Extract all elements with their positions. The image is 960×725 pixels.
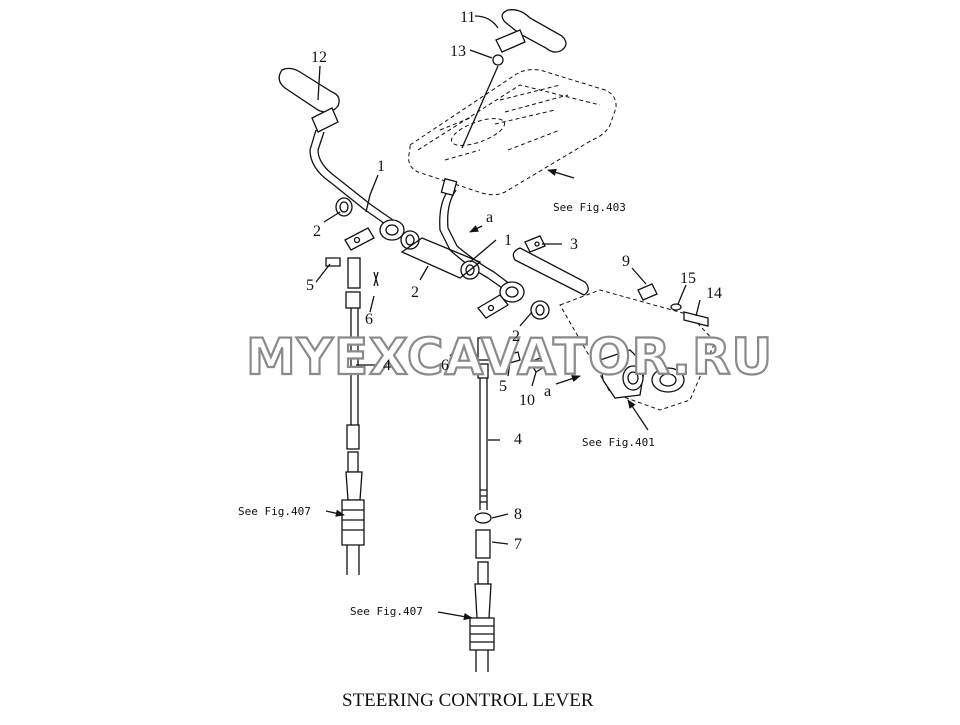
diagram-title: STEERING CONTROL LEVER [342, 690, 594, 711]
leader-lines [315, 15, 701, 621]
hardware [325, 54, 709, 373]
rod-left [341, 257, 365, 575]
callout-10: 10 [519, 392, 535, 409]
figure-references: See Fig.403 See Fig.401 See Fig.407 See … [238, 201, 655, 618]
callout-13: 13 [450, 43, 466, 60]
bushings [335, 197, 550, 320]
callout-9: 9 [622, 253, 630, 270]
ref-fig-401: See Fig.401 [582, 436, 655, 449]
shaft [512, 235, 589, 296]
callout-2-upper: 2 [313, 223, 321, 240]
callout-15: 15 [680, 270, 696, 287]
callout-4-right: 4 [514, 431, 522, 448]
callout-5-right: 5 [499, 378, 507, 395]
callout-6-left: 6 [365, 311, 373, 328]
lever-left [278, 67, 405, 251]
view-mark-a-upper: a [486, 209, 493, 226]
view-mark-a-lower: a [544, 383, 551, 400]
ref-fig-407-left: See Fig.407 [238, 505, 311, 518]
callout-2-right: 2 [512, 328, 520, 345]
callouts: 11 13 12 1 2 1 3 9 15 14 5 6 2 4 2 6 5 1… [306, 9, 722, 553]
bracket [559, 289, 716, 411]
callout-1-right: 1 [504, 232, 512, 249]
callout-11: 11 [460, 9, 475, 26]
callout-1-left: 1 [377, 158, 385, 175]
rod-right [469, 337, 495, 672]
callout-5-left: 5 [306, 277, 314, 294]
callout-12: 12 [311, 49, 327, 66]
callout-6-right: 6 [441, 357, 449, 374]
callout-2-middle: 2 [411, 284, 419, 301]
callout-4-left: 4 [383, 357, 391, 374]
callout-3: 3 [570, 236, 578, 253]
callout-14: 14 [706, 285, 722, 302]
callout-7: 7 [514, 536, 522, 553]
callout-8: 8 [514, 506, 522, 523]
lever-right [439, 9, 567, 319]
console-cover [408, 69, 617, 196]
watermark: MYEXCAVATOR.RU [246, 328, 773, 386]
ref-fig-407-bottom: See Fig.407 [350, 605, 423, 618]
ref-fig-403: See Fig.403 [553, 201, 626, 214]
